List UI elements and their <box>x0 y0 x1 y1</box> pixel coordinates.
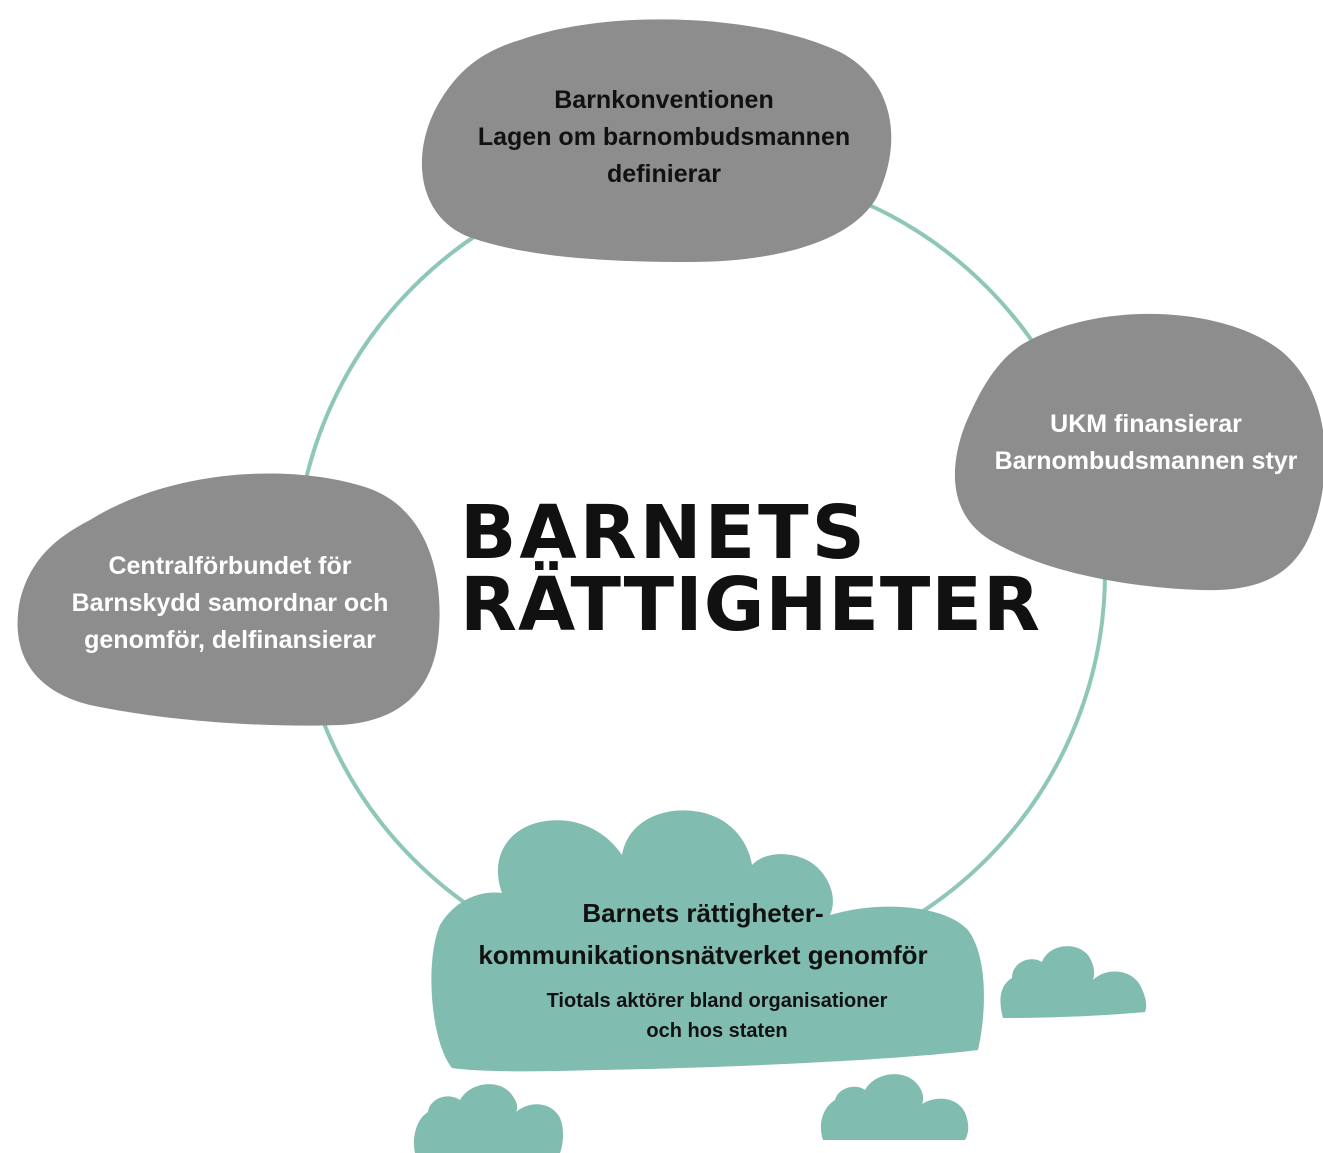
node-bottom: Barnets rättigheter- kommunikationsnätve… <box>431 810 984 1072</box>
node-bottom-line1: Barnets rättigheter- <box>582 898 823 928</box>
small-cloud-bottom-center <box>820 1074 969 1140</box>
node-top-line2: Lagen om barnombudsmannen <box>478 123 850 151</box>
node-top-line3: definierar <box>607 160 721 188</box>
node-top: Barnkonventionen Lagen om barnombudsmann… <box>421 19 892 262</box>
node-bottom-line3: Tiotals aktörer bland organisationer <box>547 990 888 1012</box>
node-left-line1: Centralförbundet för <box>108 552 351 580</box>
center-title-line2: RÄTTIGHETER <box>460 560 1041 648</box>
node-right: UKM finansierar Barnombudsmannen styr <box>955 313 1323 591</box>
node-left-line3: genomför, delfinansierar <box>84 626 376 654</box>
node-top-line1: Barnkonventionen <box>554 86 773 114</box>
node-right-shape <box>955 313 1323 591</box>
node-right-line2: Barnombudsmannen styr <box>995 447 1298 475</box>
node-bottom-line2: kommunikationsnätverket genomför <box>478 940 927 970</box>
node-bottom-line4: och hos staten <box>646 1020 787 1042</box>
node-top-shape <box>421 19 892 262</box>
small-cloud-bottom-left <box>413 1084 564 1153</box>
center-title-line1: BARNETS <box>460 490 868 576</box>
node-bottom-shape <box>431 810 984 1072</box>
node-left-shape <box>17 473 440 726</box>
center-title: BARNETS RÄTTIGHETER <box>460 490 1041 648</box>
node-left-line2: Barnskydd samordnar och <box>72 589 389 617</box>
node-right-line1: UKM finansierar <box>1050 410 1242 438</box>
node-left: Centralförbundet för Barnskydd samordnar… <box>17 473 440 726</box>
small-cloud-right <box>1000 946 1147 1018</box>
